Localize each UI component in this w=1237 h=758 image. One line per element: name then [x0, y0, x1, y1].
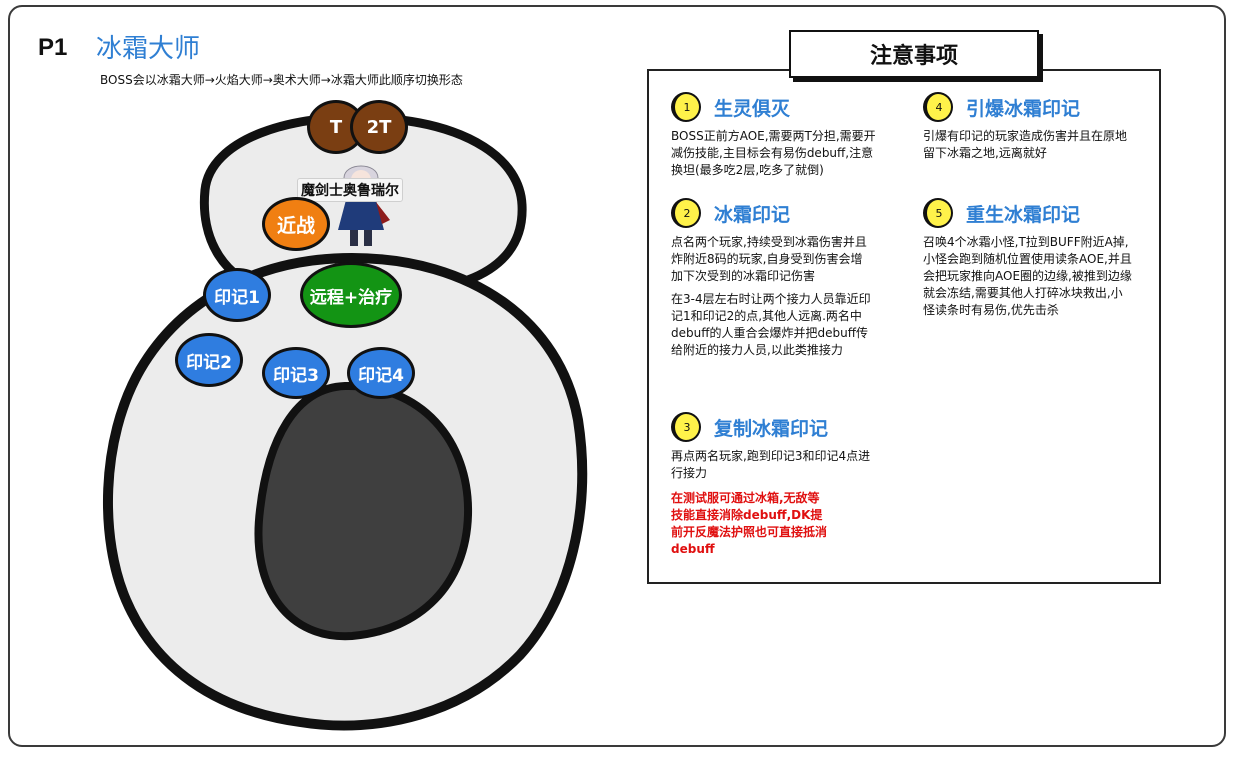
note-title: 冰霜印记 — [714, 204, 791, 226]
note-1: 1 生灵俱灭 BOSS正前方AOE,需要两T分担,需要开减伤技能,主目标会有易伤… — [671, 92, 885, 185]
note-number-badge: 5 — [923, 198, 953, 228]
mark-2-token: 印记2 — [175, 333, 243, 387]
note-text: 在3-4层左右时让两个接力人员靠近印记1和印记2的点,其他人远离.两名中debu… — [671, 292, 871, 357]
note-text: 点名两个玩家,持续受到冰霜伤害并且炸附近8码的玩家,自身受到伤害会增加下次受到的… — [671, 235, 867, 283]
note-title: 引爆冰霜印记 — [966, 98, 1081, 120]
note-number-badge: 1 — [671, 92, 701, 122]
note-number-badge: 3 — [671, 412, 701, 442]
note-title: 重生冰霜印记 — [966, 204, 1081, 226]
boss-name-label: 魔剑士奥鲁瑞尔 — [297, 178, 403, 202]
note-2: 2 冰霜印记 点名两个玩家,持续受到冰霜伤害并且炸附近8码的玩家,自身受到伤害会… — [671, 198, 871, 365]
note-title: 复制冰霜印记 — [714, 418, 829, 440]
melee-token: 近战 — [262, 197, 330, 251]
mark-3-token: 印记3 — [262, 347, 330, 399]
boss-title: 冰霜大师 — [96, 34, 201, 64]
phase-subtitle: BOSS会以冰霜大师→火焰大师→奥术大师→冰霜大师此顺序切换形态 — [100, 73, 463, 87]
note-text: 引爆有印记的玩家造成伤害并且在原地留下冰霜之地,远离就好 — [923, 129, 1128, 160]
note-text: BOSS正前方AOE,需要两T分担,需要开减伤技能,主目标会有易伤debuff,… — [671, 129, 876, 177]
note-text: 召唤4个冰霜小怪,T拉到BUFF附近A掉,小怪会跑到随机位置使用读条AOE,并且… — [923, 235, 1132, 317]
phase-label: P1 — [38, 34, 68, 61]
note-5: 5 重生冰霜印记 召唤4个冰霜小怪,T拉到BUFF附近A掉,小怪会跑到随机位置使… — [923, 198, 1133, 325]
ranged-healer-token: 远程+治疗 — [300, 262, 402, 328]
warning-text: 在测试服可通过冰箱,无敌等技能直接消除debuff,DK提前开反魔法护照也可直接… — [671, 491, 828, 556]
notes-panel — [647, 69, 1161, 584]
center-pit — [254, 381, 473, 641]
mark-4-token: 印记4 — [347, 347, 415, 399]
note-4: 4 引爆冰霜印记 引爆有印记的玩家造成伤害并且在原地留下冰霜之地,远离就好 — [923, 92, 1129, 168]
note-title: 生灵俱灭 — [714, 98, 791, 120]
mark-1-token: 印记1 — [203, 268, 271, 322]
note-text: 再点两名玩家,跑到印记3和印记4点进行接力 — [671, 449, 871, 480]
off-tank-token: 2T — [350, 100, 408, 154]
notes-header: 注意事项 — [789, 30, 1039, 78]
note-number-badge: 2 — [671, 198, 701, 228]
note-number-badge: 4 — [923, 92, 953, 122]
note-3: 3 复制冰霜印记 再点两名玩家,跑到印记3和印记4点进行接力 在测试服可通过冰箱… — [671, 412, 877, 558]
